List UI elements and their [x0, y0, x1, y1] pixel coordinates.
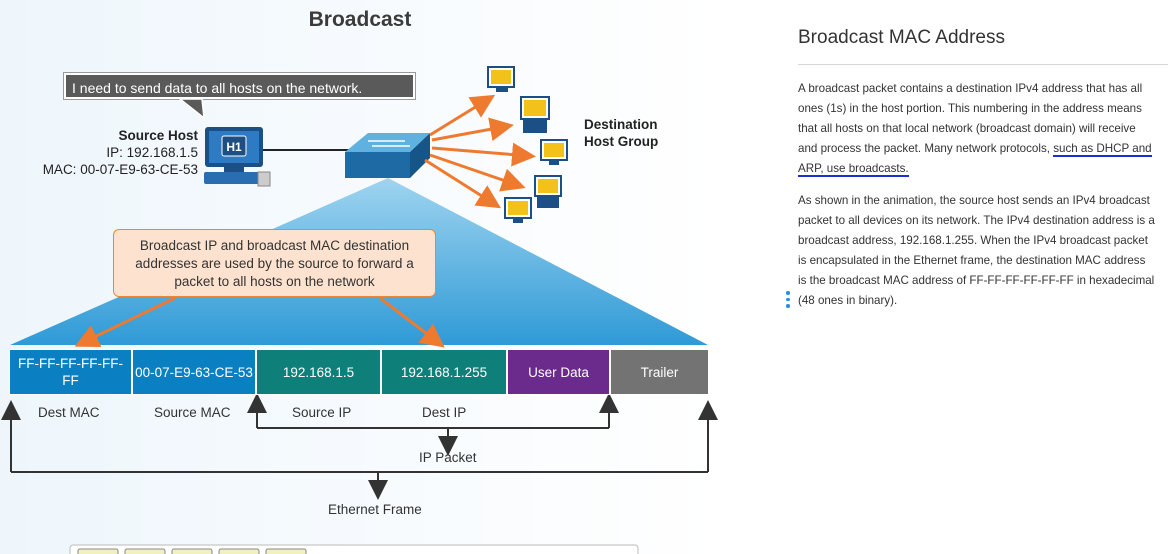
ip-packet-bracket — [247, 393, 619, 456]
source-host-mac: MAC: 00-07-E9-63-CE-53 — [42, 162, 198, 177]
source-mac-field: 00-07-E9-63-CE-53 — [132, 349, 256, 395]
source-ip-label: Source IP — [292, 405, 352, 420]
speech-bubble-tail — [178, 98, 205, 120]
destination-label-line1: Destination — [584, 117, 658, 132]
ethernet-frame-label: Ethernet Frame — [328, 502, 422, 517]
source-pc-icon — [204, 127, 271, 187]
trailer-field: Trailer — [610, 349, 709, 395]
callout-arrow-ip — [379, 296, 445, 348]
text-panel: Broadcast MAC Address A broadcast packet… — [784, 0, 1170, 554]
dest-ip-label: Dest IP — [422, 405, 467, 420]
paragraph-2: As shown in the animation, the source ho… — [798, 194, 1155, 307]
paragraph-1: A broadcast packet contains a destinatio… — [798, 79, 1156, 179]
title-divider — [798, 64, 1168, 65]
source-host-label: Source Host — [118, 128, 198, 143]
source-mac-label: Source MAC — [154, 405, 231, 420]
speech-bubble: I need to send data to all hosts on the … — [64, 73, 415, 99]
user-data-field: User Data — [507, 349, 610, 395]
drag-handle-icon[interactable] — [786, 291, 790, 311]
source-ip-field: 192.168.1.5 — [256, 349, 381, 395]
dest-ip-field: 192.168.1.255 — [381, 349, 507, 395]
destination-group-label: Destination Host Group — [584, 116, 658, 150]
explanation-callout: Broadcast IP and broadcast MAC destinati… — [113, 229, 436, 297]
diagram-title: Broadcast — [308, 8, 412, 31]
broadcast-arrows — [424, 94, 536, 209]
dest-mac-label: Dest MAC — [38, 405, 100, 420]
pc-screen-label: H1 — [226, 140, 242, 154]
broadcast-diagram: Broadcast I need to send data to all hos… — [0, 0, 720, 554]
callout-arrow-mac — [74, 296, 176, 347]
ip-packet-label: IP Packet — [419, 450, 477, 465]
destination-host-icon — [504, 197, 532, 223]
animation-controls[interactable] — [69, 544, 639, 554]
paragraph-1-underlined: such as DHCP and ARP, use broadcasts. — [798, 142, 1152, 177]
ethernet-frame-bracket — [1, 400, 718, 500]
destination-label-line2: Host Group — [584, 134, 659, 149]
panel-title: Broadcast MAC Address — [798, 27, 1005, 48]
paragraph-1-text: A broadcast packet contains a destinatio… — [798, 82, 1143, 155]
destination-host-icon — [487, 66, 515, 92]
destination-host-icon — [540, 139, 568, 165]
switch-icon — [345, 133, 430, 178]
destination-host-icon — [520, 96, 550, 133]
dest-mac-field: FF-FF-FF-FF-FF-FF — [9, 349, 132, 395]
destination-host-icon — [534, 175, 562, 208]
destination-host-icons — [487, 66, 568, 223]
source-host-ip: IP: 192.168.1.5 — [106, 145, 198, 160]
